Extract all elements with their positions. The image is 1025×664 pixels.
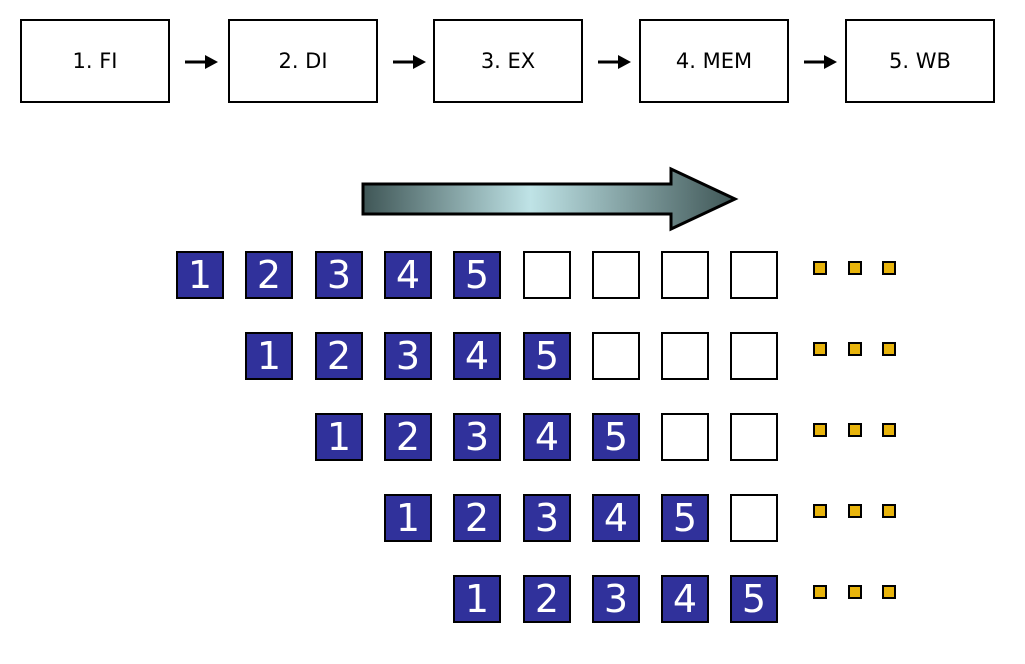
stage-box-2: 2. DI [228, 19, 378, 103]
pipeline-cell: 2 [315, 332, 363, 380]
empty-cell [730, 332, 778, 380]
pipeline-cell: 4 [384, 251, 432, 299]
empty-cell [523, 251, 571, 299]
pipeline-cell: 5 [523, 332, 571, 380]
continuation-dot-icon [848, 504, 862, 518]
pipeline-cell: 3 [384, 332, 432, 380]
pipeline-cell: 3 [315, 251, 363, 299]
continuation-dot-icon [882, 261, 896, 275]
stage-arrow-icon [598, 55, 631, 69]
empty-cell [730, 251, 778, 299]
empty-cell [730, 413, 778, 461]
continuation-dot-icon [848, 261, 862, 275]
time-arrow [361, 166, 739, 232]
empty-cell [661, 413, 709, 461]
empty-cell [661, 332, 709, 380]
pipeline-cell: 3 [523, 494, 571, 542]
pipeline-cell: 4 [523, 413, 571, 461]
empty-cell [730, 494, 778, 542]
stage-box-4: 4. MEM [639, 19, 789, 103]
pipeline-cell: 5 [453, 251, 501, 299]
stage-box-3: 3. EX [433, 19, 583, 103]
pipeline-cell: 4 [661, 575, 709, 623]
continuation-dot-icon [848, 423, 862, 437]
pipeline-cell: 1 [453, 575, 501, 623]
continuation-dot-icon [882, 504, 896, 518]
stage-box-5: 5. WB [845, 19, 995, 103]
continuation-dot-icon [813, 423, 827, 437]
pipeline-cell: 5 [592, 413, 640, 461]
pipeline-cell: 1 [315, 413, 363, 461]
stage-arrow-icon [185, 55, 218, 69]
pipeline-cell: 3 [592, 575, 640, 623]
pipeline-cell: 2 [384, 413, 432, 461]
continuation-dot-icon [813, 585, 827, 599]
pipeline-cell: 2 [523, 575, 571, 623]
empty-cell [592, 332, 640, 380]
pipeline-cell: 1 [176, 251, 224, 299]
pipeline-cell: 2 [453, 494, 501, 542]
continuation-dot-icon [813, 504, 827, 518]
stage-arrow-icon [804, 55, 837, 69]
pipeline-cell: 1 [384, 494, 432, 542]
pipeline-cell: 4 [592, 494, 640, 542]
continuation-dot-icon [848, 585, 862, 599]
pipeline-cell: 5 [661, 494, 709, 542]
continuation-dot-icon [882, 585, 896, 599]
stage-arrow-icon [393, 55, 426, 69]
pipeline-cell: 4 [453, 332, 501, 380]
continuation-dot-icon [848, 342, 862, 356]
pipeline-cell: 2 [245, 251, 293, 299]
stage-box-1: 1. FI [20, 19, 170, 103]
continuation-dot-icon [813, 342, 827, 356]
continuation-dot-icon [882, 423, 896, 437]
pipeline-cell: 3 [453, 413, 501, 461]
continuation-dot-icon [813, 261, 827, 275]
pipeline-cell: 1 [245, 332, 293, 380]
empty-cell [592, 251, 640, 299]
continuation-dot-icon [882, 342, 896, 356]
empty-cell [661, 251, 709, 299]
pipeline-cell: 5 [730, 575, 778, 623]
